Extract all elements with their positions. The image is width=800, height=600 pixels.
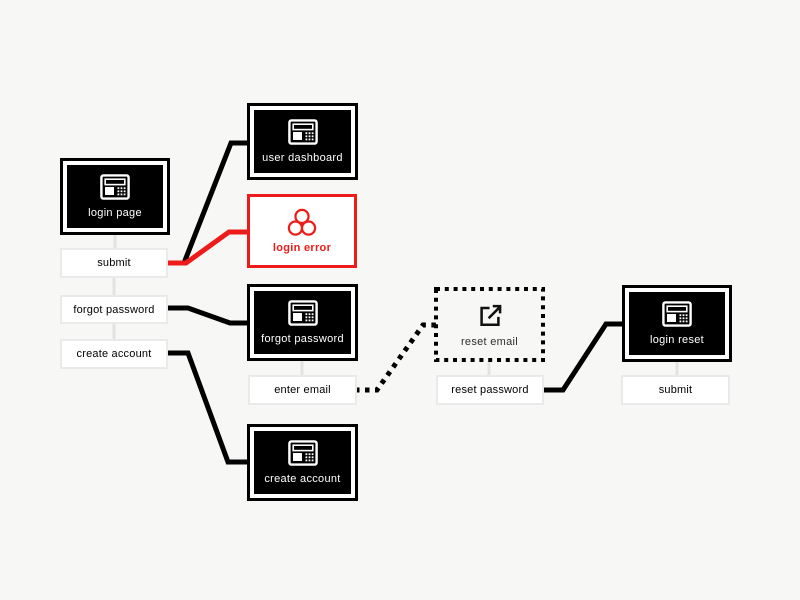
node-forgot-password-screen: forgot password xyxy=(247,284,358,361)
browser-icon xyxy=(100,174,130,200)
screen-title: login error xyxy=(272,242,332,254)
screen-title: create account xyxy=(264,473,341,485)
node-create-account-screen: create account xyxy=(247,424,358,501)
screen-title: login page xyxy=(88,207,142,219)
external-link-icon xyxy=(479,304,501,327)
edge-submit-to-user-dashboard xyxy=(181,140,248,264)
action-forgot-password: forgot password xyxy=(60,295,168,324)
edge-reset-password-to-login-reset xyxy=(542,321,623,393)
node-reset-email: reset email xyxy=(434,287,545,362)
error-circles-icon xyxy=(287,208,317,236)
browser-icon xyxy=(287,440,318,466)
action-submit-reset: submit xyxy=(621,375,730,405)
action-create-account: create account xyxy=(60,339,168,369)
screen-title: user dashboard xyxy=(262,152,343,164)
browser-icon xyxy=(662,301,692,327)
action-reset-password: reset password xyxy=(436,375,544,405)
edge-forgot-password-to-screen xyxy=(167,305,248,326)
action-submit: submit xyxy=(60,248,168,278)
reset-email-dashed-border xyxy=(434,287,545,362)
node-user-dashboard: user dashboard xyxy=(247,103,358,180)
node-login-page: login page xyxy=(60,158,170,235)
edge-enter-email-to-reset-email xyxy=(355,322,436,393)
node-login-error: login error xyxy=(247,194,357,268)
browser-icon xyxy=(287,119,318,145)
screen-title: login reset xyxy=(649,334,705,346)
screen-title: forgot password xyxy=(261,333,344,345)
browser-icon xyxy=(287,300,318,326)
action-enter-email: enter email xyxy=(248,375,357,405)
edge-submit-to-login-error xyxy=(166,229,248,266)
screen-title: reset email xyxy=(460,336,519,348)
gray-connector-stubs xyxy=(112,234,679,377)
edge-create-account-to-screen xyxy=(167,350,248,465)
node-login-reset: login reset xyxy=(622,285,732,362)
